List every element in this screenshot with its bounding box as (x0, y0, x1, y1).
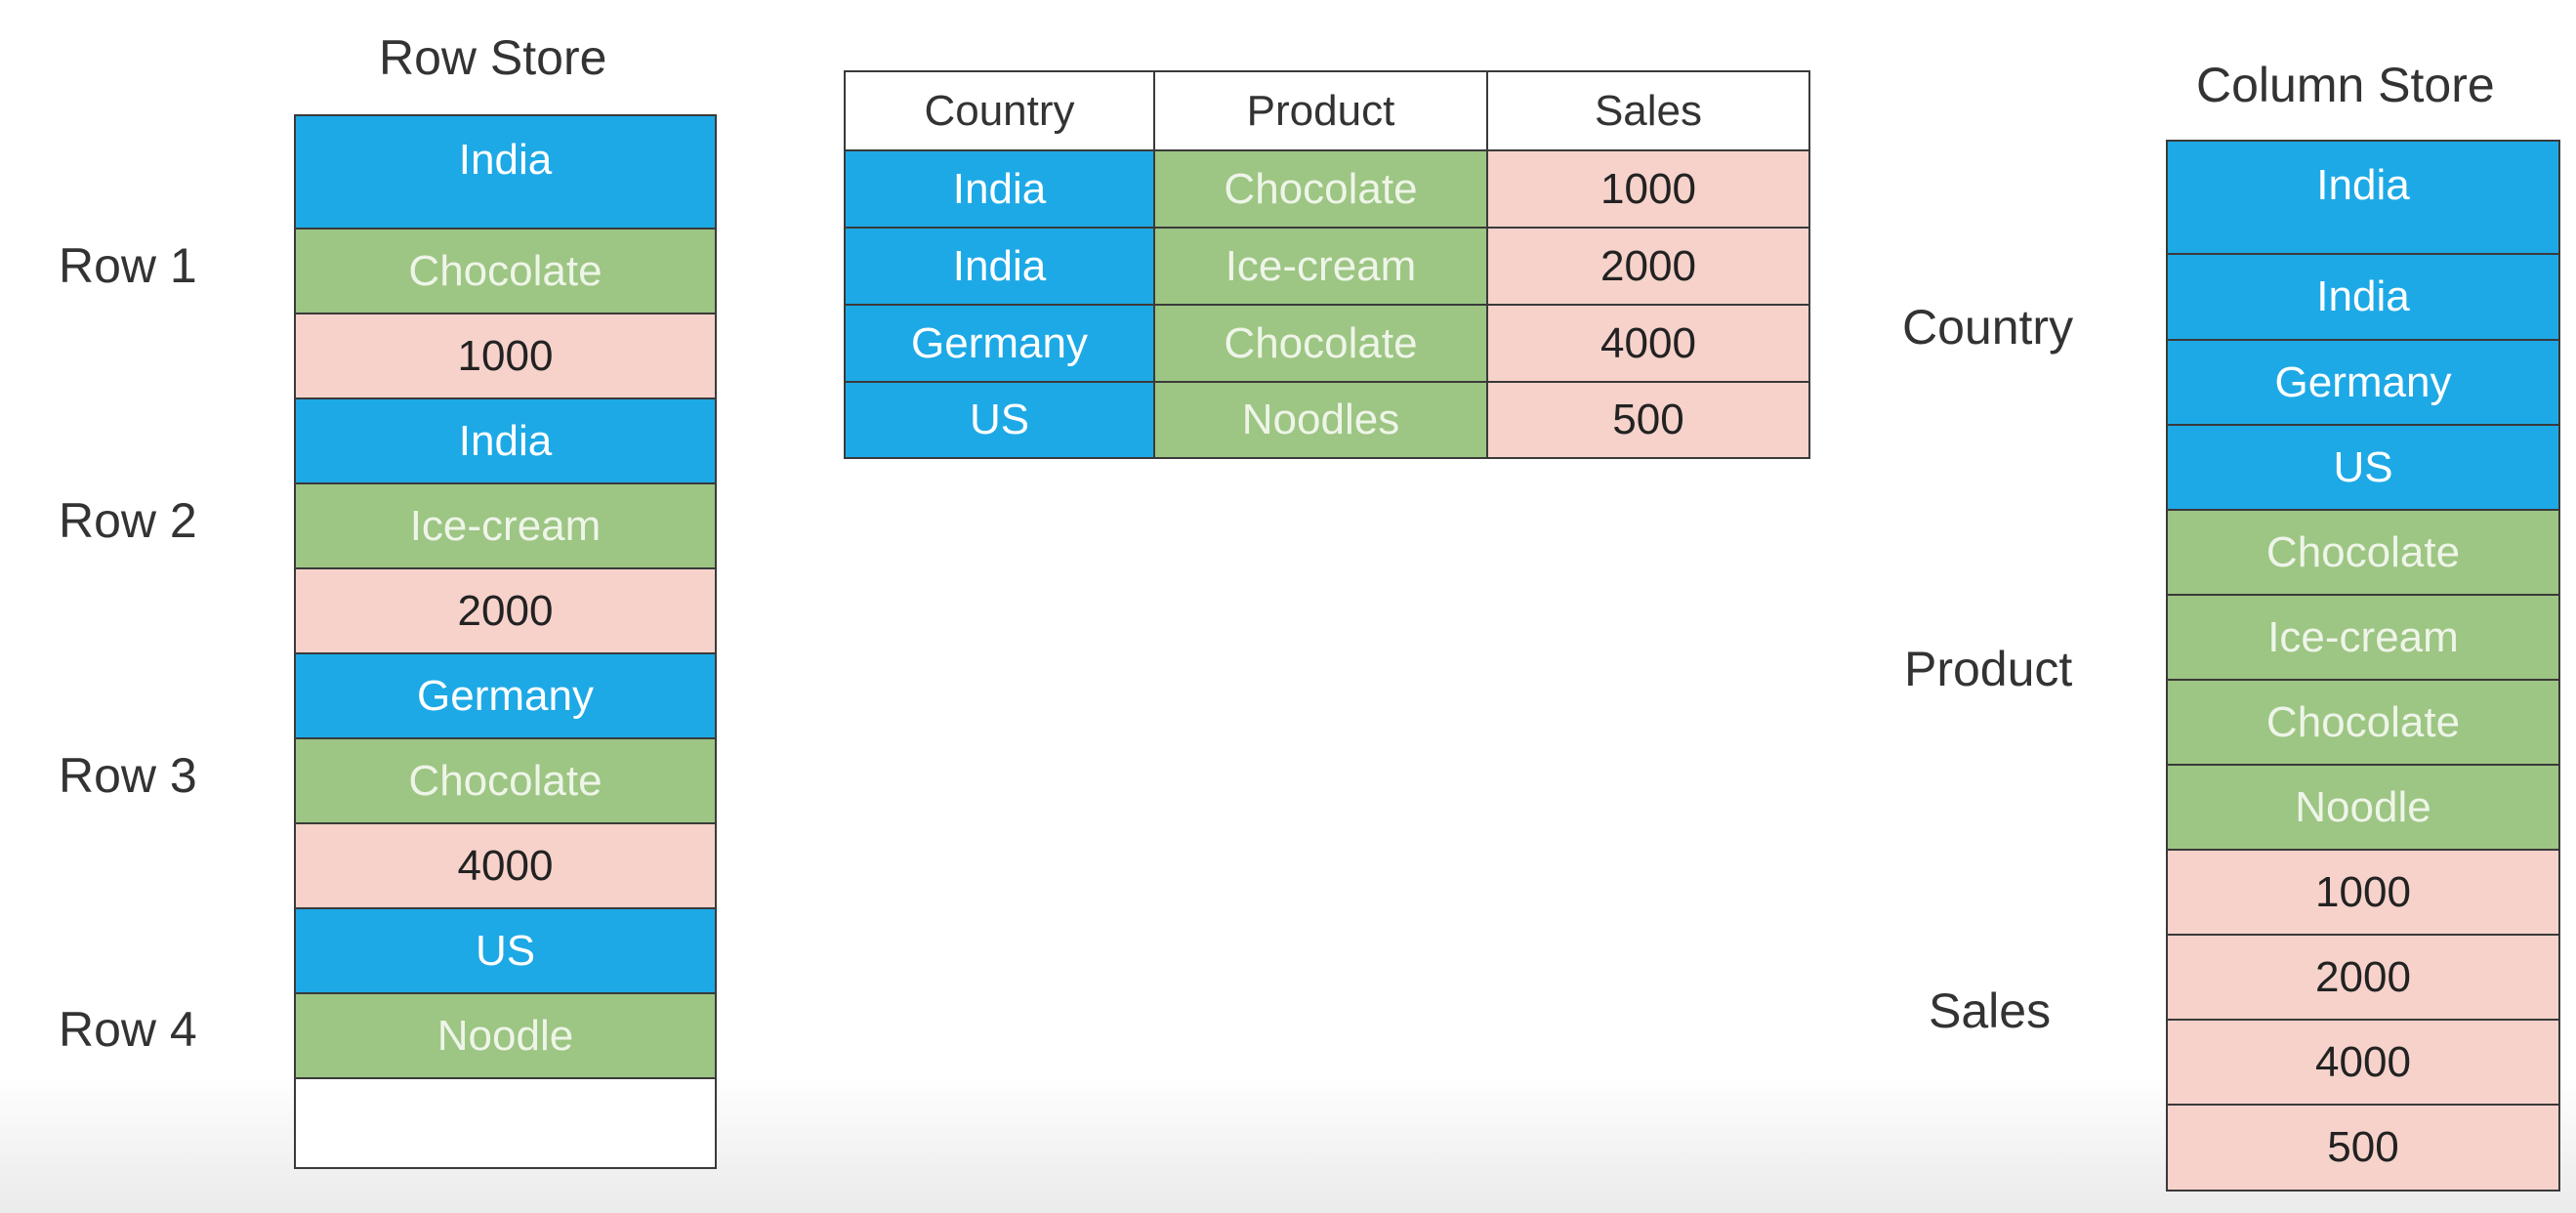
row-label-1: Row 1 (59, 238, 197, 293)
column-group-label-sales: Sales (1929, 983, 2052, 1038)
column-store-cell-1000: 1000 (2166, 849, 2560, 936)
table-cell: 1000 (1486, 149, 1810, 229)
column-store-cell-germany: Germany (2166, 339, 2560, 426)
table-cell: Germany (844, 304, 1155, 383)
column-store-cell-2000: 2000 (2166, 934, 2560, 1021)
column-group-label-country: Country (1902, 300, 2074, 355)
table-cell: India (844, 227, 1155, 306)
row-store-cell-noodle: Noodle (294, 992, 717, 1079)
row-store-cell-chocolate: Chocolate (294, 228, 717, 314)
table-cell: India (844, 149, 1155, 229)
table-cell: 2000 (1486, 227, 1810, 306)
row-store-cell-chocolate: Chocolate (294, 737, 717, 824)
row-store-cell-2000: 2000 (294, 567, 717, 654)
row-store-cell-1000: 1000 (294, 313, 717, 399)
row-store-cell-india: India (294, 397, 717, 484)
row-store-cell-germany: Germany (294, 652, 717, 739)
table-cell: 500 (1486, 381, 1810, 459)
table-cell: Chocolate (1153, 304, 1488, 383)
column-store-cell-chocolate: Chocolate (2166, 679, 2560, 766)
row-store-title: Row Store (379, 30, 607, 85)
row-store-cell-4000: 4000 (294, 822, 717, 909)
column-store-cell-4000: 4000 (2166, 1019, 2560, 1106)
column-store-cell-ice-cream: Ice-cream (2166, 594, 2560, 681)
row-label-4: Row 4 (59, 1002, 197, 1057)
table-cell: 4000 (1486, 304, 1810, 383)
column-store-cell-500: 500 (2166, 1104, 2560, 1192)
row-store-cell-india: India (294, 114, 717, 230)
row-store-cell-empty (294, 1077, 717, 1169)
row-label-2: Row 2 (59, 493, 197, 548)
row-store-cell-us: US (294, 907, 717, 994)
table-cell: Noodles (1153, 381, 1488, 459)
table-cell: US (844, 381, 1155, 459)
column-store-title: Column Store (2196, 58, 2495, 112)
column-store-cell-chocolate: Chocolate (2166, 509, 2560, 596)
table-header-sales: Sales (1486, 70, 1810, 151)
column-store-cell-noodle: Noodle (2166, 764, 2560, 851)
table-header-country: Country (844, 70, 1155, 151)
row-store-cell-ice-cream: Ice-cream (294, 482, 717, 569)
table-cell: Ice-cream (1153, 227, 1488, 306)
column-store-cell-india: India (2166, 140, 2560, 255)
column-store-cell-us: US (2166, 424, 2560, 511)
row-label-3: Row 3 (59, 748, 197, 803)
table-cell: Chocolate (1153, 149, 1488, 229)
column-group-label-product: Product (1904, 642, 2073, 696)
table-header-product: Product (1153, 70, 1488, 151)
column-store-cell-india: India (2166, 253, 2560, 341)
